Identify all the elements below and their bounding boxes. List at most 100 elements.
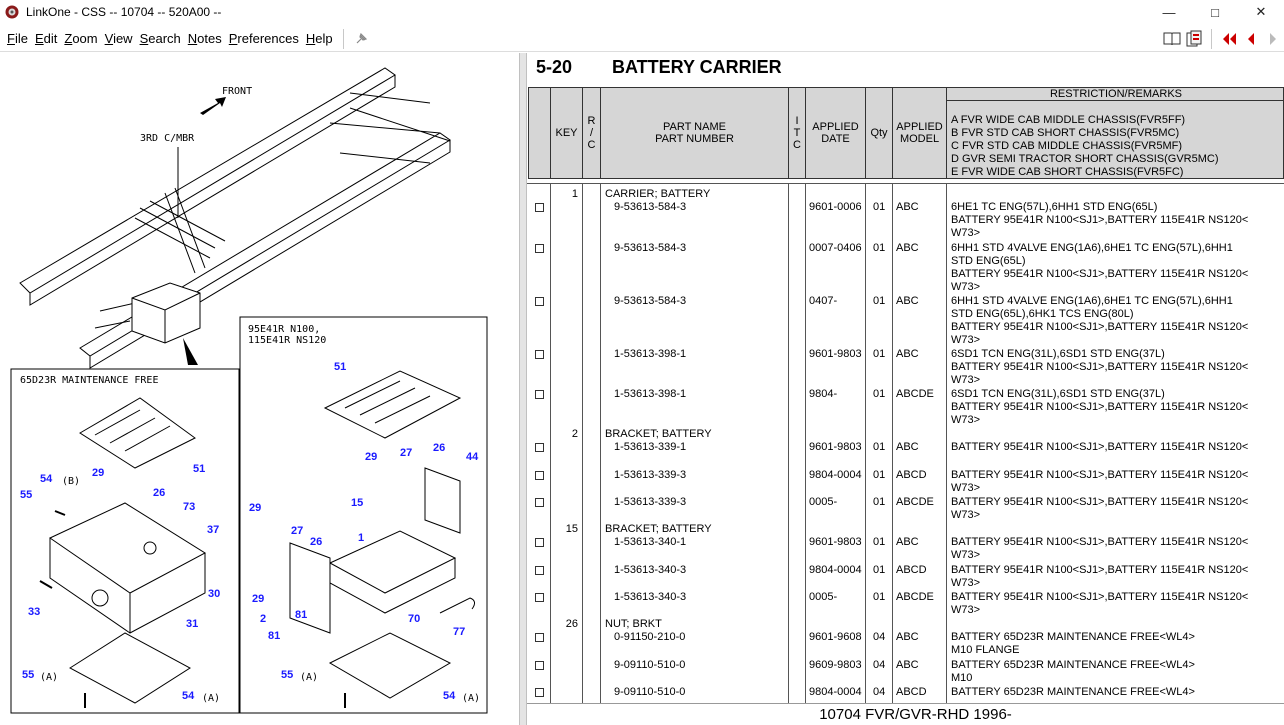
part-number: 1-53613-398-1 — [614, 388, 687, 400]
menu-view[interactable]: View — [102, 31, 136, 46]
remark-line: W73> — [951, 374, 981, 386]
remark-line: BATTERY 95E41R N100<SJ1>,BATTERY 115E41R… — [951, 536, 1249, 548]
applied-model: ABCD — [896, 686, 927, 698]
remark-line: W73> — [951, 549, 981, 561]
front-label: FRONT — [222, 86, 252, 97]
notes-list-button[interactable] — [1183, 28, 1205, 50]
inset-right-callouts: 51 29 27 26 44 15 29 27 26 1 29 2 81 70 … — [249, 361, 480, 704]
col-date-header: APPLIED DATE — [806, 88, 866, 178]
battery-box-outline — [131, 282, 201, 344]
menu-file[interactable]: File — [4, 31, 31, 46]
menu-view-accel: V — [104, 31, 114, 46]
remark-line: STD ENG(65L),6HK1 TCS ENG(80L) — [951, 308, 1134, 320]
remark-line: W73> — [951, 577, 981, 589]
close-button[interactable]: ✕ — [1255, 4, 1267, 19]
menu-help[interactable]: Help — [303, 31, 336, 46]
divider — [788, 184, 789, 703]
menu-zoom[interactable]: Zoom — [61, 31, 100, 46]
inset-left-callouts: 51 54 (B) 29 55 26 73 37 33 30 31 55 (A)… — [20, 463, 220, 704]
callout-77: 77 — [453, 626, 465, 638]
menu-edit[interactable]: Edit — [32, 31, 60, 46]
row-select-checkbox[interactable] — [535, 390, 544, 399]
book-button[interactable] — [1161, 28, 1183, 50]
part-number: 9-53613-584-3 — [614, 201, 687, 213]
row-select-checkbox[interactable] — [535, 688, 544, 697]
previous-page-button[interactable] — [1240, 28, 1262, 50]
quantity: 01 — [873, 441, 886, 453]
callout-26-r: 26 — [433, 442, 445, 454]
callout-29-r3: 29 — [252, 593, 264, 605]
remark-line: 6SD1 TCN ENG(31L),6SD1 STD ENG(37L) — [951, 348, 1165, 360]
minimize-button[interactable]: — — [1162, 4, 1176, 20]
maximize-button[interactable]: □ — [1211, 4, 1219, 20]
menu-search[interactable]: Search — [137, 31, 184, 46]
inset-right-title-1: 95E41R N100, — [248, 324, 320, 335]
legend-b: B FVR STD CAB SHORT CHASSIS(FVR5MC) — [951, 127, 1180, 139]
callout-51-r: 51 — [334, 361, 346, 373]
quantity: 01 — [873, 469, 886, 481]
quantity: 01 — [873, 242, 886, 254]
menu-preferences-label: references — [237, 31, 299, 46]
row-select-checkbox[interactable] — [535, 566, 544, 575]
row-select-checkbox[interactable] — [535, 203, 544, 212]
first-page-button[interactable] — [1218, 28, 1240, 50]
row-select-checkbox[interactable] — [535, 633, 544, 642]
applied-date: 0407- — [809, 295, 838, 307]
remark-line: 6HH1 STD 4VALVE ENG(1A6),6HE1 TC ENG(57L… — [951, 242, 1233, 254]
applied-model: ABC — [896, 659, 919, 671]
menu-notes[interactable]: Notes — [185, 31, 225, 46]
remark-line: BATTERY 65D23R MAINTENANCE FREE<WL4> — [951, 659, 1195, 671]
callout-15: 15 — [351, 497, 363, 509]
next-page-button[interactable] — [1262, 28, 1284, 50]
menu-zoom-accel: Z — [64, 31, 73, 46]
quantity: 01 — [873, 201, 886, 213]
part-number: 9-09110-510-0 — [614, 686, 686, 698]
menu-zoom-label: oom — [72, 31, 98, 46]
callout-33: 33 — [28, 606, 40, 618]
menu-search-label: earch — [148, 31, 181, 46]
callout-29-r2: 29 — [249, 502, 261, 514]
menu-separator — [342, 28, 344, 49]
row-select-checkbox[interactable] — [535, 498, 544, 507]
quantity: 01 — [873, 388, 886, 400]
divider — [865, 184, 866, 703]
row-select-checkbox[interactable] — [535, 593, 544, 602]
row-select-checkbox[interactable] — [535, 538, 544, 547]
divider — [892, 184, 893, 703]
battery-carrier-diagram[interactable]: FRONT 3RD C/MBR 65D23R MAINTENANCE FREE — [0, 53, 519, 725]
remark-line: W73> — [951, 281, 981, 293]
applied-date: 0007-0406 — [809, 242, 862, 254]
applied-model: ABC — [896, 348, 919, 360]
panel-splitter[interactable] — [519, 53, 527, 725]
menu-preferences[interactable]: Preferences — [226, 31, 302, 46]
remark-line: M10 FLANGE — [951, 644, 1020, 656]
row-select-checkbox[interactable] — [535, 471, 544, 480]
row-select-checkbox[interactable] — [535, 297, 544, 306]
part-name: BRACKET; BATTERY — [605, 523, 712, 535]
key-number: 2 — [571, 428, 578, 440]
remark-line: BATTERY 95E41R N100<SJ1>,BATTERY 115E41R… — [951, 214, 1249, 226]
remark-line: M10 — [951, 672, 973, 684]
part-number: 1-53613-340-3 — [614, 564, 687, 576]
quantity: 01 — [873, 295, 886, 307]
callout-81-r2: 81 — [268, 630, 280, 642]
app-logo-icon — [5, 5, 19, 19]
row-select-checkbox[interactable] — [535, 443, 544, 452]
part-number: 9-53613-584-3 — [614, 295, 687, 307]
callout-27-r: 27 — [400, 447, 412, 459]
callout-a: (A) — [40, 672, 58, 683]
row-select-checkbox[interactable] — [535, 350, 544, 359]
illustration-panel[interactable]: FRONT 3RD C/MBR 65D23R MAINTENANCE FREE — [0, 53, 519, 725]
part-number: 9-09110-510-0 — [614, 659, 686, 671]
row-select-checkbox[interactable] — [535, 244, 544, 253]
applied-date: 9601-9803 — [809, 536, 862, 548]
col-model-header: APPLIED MODEL — [893, 88, 947, 178]
key-number: 26 — [565, 618, 578, 630]
pin-button[interactable] — [350, 28, 372, 50]
menu-edit-accel: E — [34, 31, 44, 46]
quantity: 01 — [873, 564, 886, 576]
row-select-checkbox[interactable] — [535, 661, 544, 670]
crossmember-label: 3RD C/MBR — [140, 133, 195, 144]
footer-text: 10704 FVR/GVR-RHD 1996- — [819, 706, 1012, 723]
